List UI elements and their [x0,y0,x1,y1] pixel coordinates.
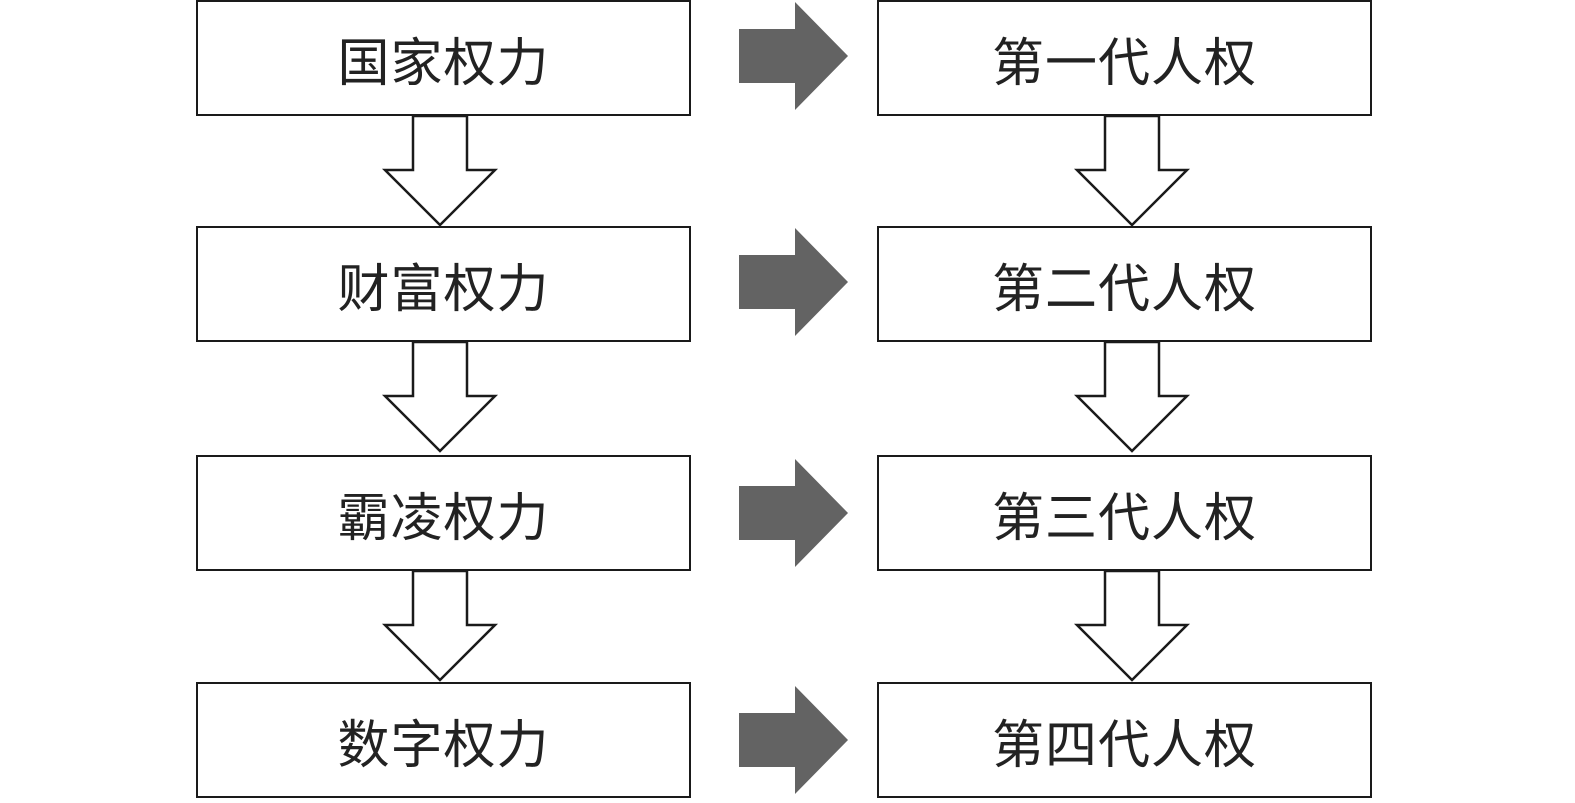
node-label: 第三代人权 [991,488,1257,549]
right-arrow-1 [739,2,848,110]
node-label: 国家权力 [337,33,550,94]
node-second-gen-rights: 第二代人权 [877,226,1372,342]
down-arrow-left-1 [381,114,499,227]
right-arrow-4 [739,686,848,794]
down-arrow-right-1 [1073,114,1191,227]
down-arrow-left-2 [381,340,499,453]
node-digital-power: 数字权力 [196,682,691,798]
node-label: 财富权力 [337,259,550,320]
down-arrow-left-3 [381,569,499,682]
node-label: 第四代人权 [991,715,1257,776]
down-arrow-right-3 [1073,569,1191,682]
node-hegemony-power: 霸凌权力 [196,455,691,571]
node-third-gen-rights: 第三代人权 [877,455,1372,571]
node-label: 霸凌权力 [337,488,550,549]
node-first-gen-rights: 第一代人权 [877,0,1372,116]
node-label: 第一代人权 [991,33,1257,94]
node-wealth-power: 财富权力 [196,226,691,342]
down-arrow-right-2 [1073,340,1191,453]
node-label: 数字权力 [337,715,550,776]
right-arrow-3 [739,459,848,567]
right-arrow-2 [739,228,848,336]
node-label: 第二代人权 [991,259,1257,320]
node-fourth-gen-rights: 第四代人权 [877,682,1372,798]
node-state-power: 国家权力 [196,0,691,116]
